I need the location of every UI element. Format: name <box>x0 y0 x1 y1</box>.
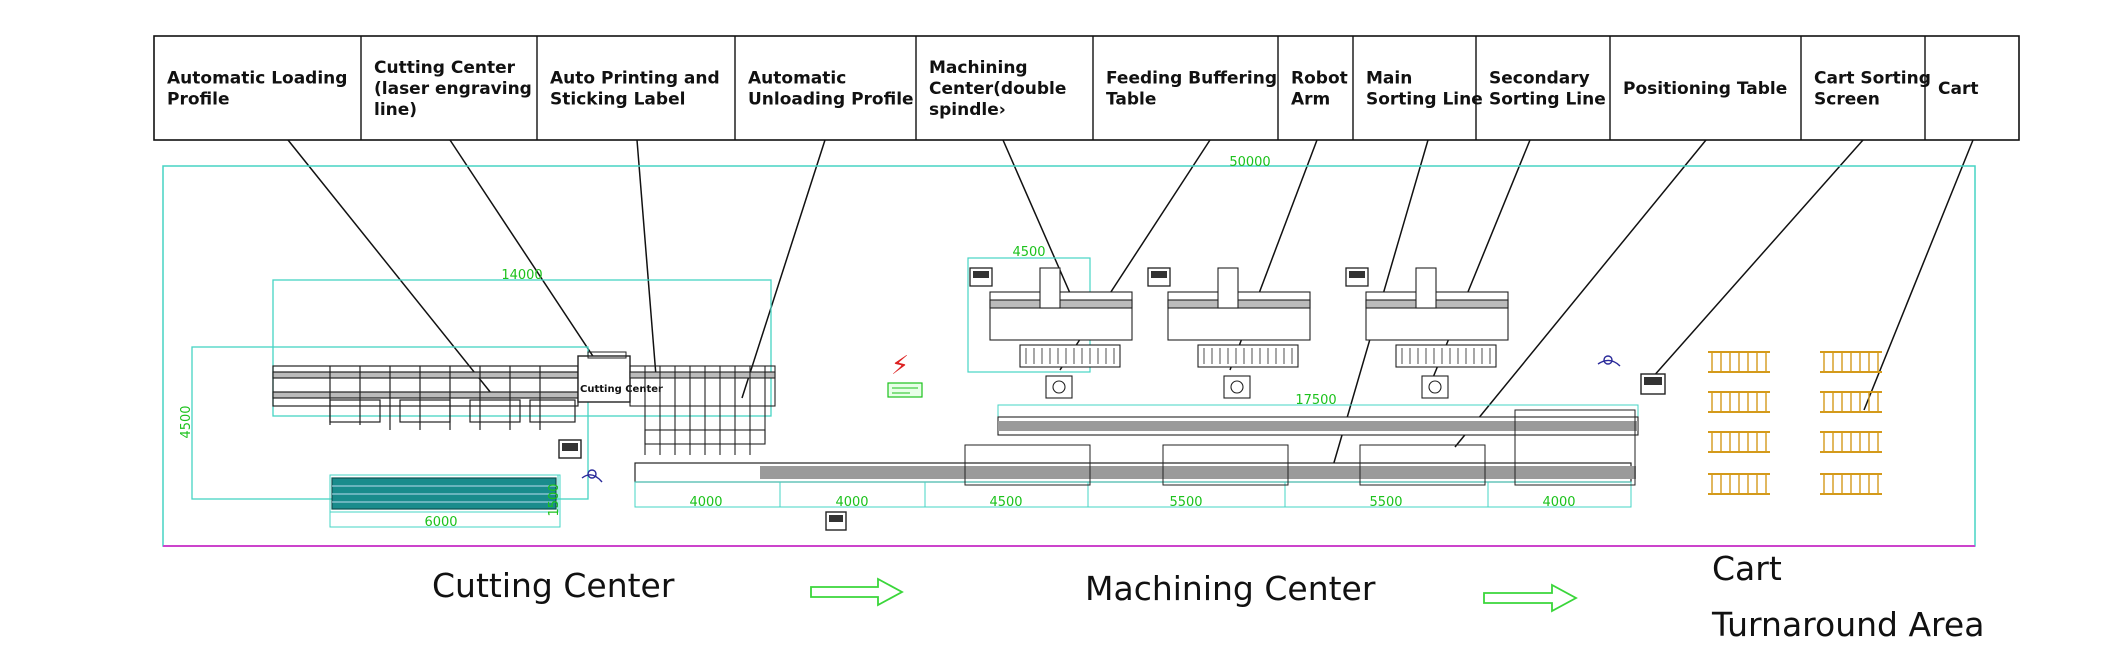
header-label-7-line-2: Arm <box>1291 90 1330 110</box>
leader-line-machining <box>1002 139 1074 301</box>
header-label-9-line-1: Secondary <box>1489 69 1590 89</box>
section-label-cutting: Cutting Center <box>432 566 675 605</box>
header-label-1-line-1: Automatic Loading <box>167 69 347 89</box>
header-label-3-line-1: Auto Printing and <box>550 69 720 89</box>
machining-units <box>969 267 1509 399</box>
header-label-5-line-1: Machining <box>929 58 1028 78</box>
cart-turnaround-grid <box>1708 351 1882 495</box>
dim-segment-5: 5500 <box>1369 495 1402 510</box>
header-label-2-line-1: Cutting Center <box>374 58 516 78</box>
loading-machine <box>272 365 579 430</box>
dim-segment-6: 4000 <box>1542 495 1575 510</box>
cart <box>1708 473 1770 495</box>
leader-line-unloading <box>741 139 826 399</box>
header-label-10-line-1: Positioning Table <box>1623 79 1787 99</box>
cart <box>1820 351 1882 373</box>
dim-sorting-length: 17500 <box>1295 393 1336 408</box>
header-label-2-line-2: (laser engraving <box>374 79 532 99</box>
header-table-frame <box>153 35 2020 141</box>
machining-operator-console <box>1345 267 1369 287</box>
header-label-5-line-3: spindle› <box>929 100 1006 120</box>
section-label-cart-line2: Turnaround Area <box>1711 605 1984 644</box>
dim-machining-width: 4500 <box>1012 245 1045 260</box>
header-label-3-line-2: Sticking Label <box>550 90 685 110</box>
cart <box>1708 431 1770 453</box>
leader-line-secondary-sorting <box>1431 139 1531 381</box>
leader-line-cutting <box>449 139 613 386</box>
machining-area: 4500 17500 <box>964 245 1639 486</box>
dim-segment-1: 4000 <box>689 495 722 510</box>
machining-operator-console <box>969 267 993 287</box>
dim-storage-width: 6000 <box>424 515 457 530</box>
flow-arrow-cutting-to-machining <box>810 577 904 607</box>
leader-line-printing <box>636 139 657 377</box>
header-label-11-line-1: Cart Sorting <box>1814 69 1931 89</box>
header-label-1-line-2: Profile <box>167 90 229 110</box>
dim-segment-3: 4500 <box>989 495 1022 510</box>
header-label-6-line-2: Table <box>1106 90 1156 110</box>
dim-segment-4: 5500 <box>1169 495 1202 510</box>
header-label-7-line-1: Robot <box>1291 69 1348 89</box>
section-label-cart-line1: Cart <box>1712 549 1782 588</box>
dim-cutting-width: 14000 <box>501 268 542 283</box>
leader-line-cart <box>1863 139 1974 411</box>
warning-sign: ⚡ <box>891 351 909 381</box>
main-conveyor <box>634 462 1636 508</box>
dim-segment-2: 4000 <box>835 495 868 510</box>
leader-line-cart-screen <box>1651 139 1864 379</box>
cutting-center-unit-label: Cutting Center <box>580 384 663 395</box>
header-label-2-line-3: line) <box>374 100 417 120</box>
operator-console-mid <box>825 511 847 531</box>
header-label-5-line-2: Center(double <box>929 79 1066 99</box>
cart <box>1820 473 1882 495</box>
cart <box>1708 391 1770 413</box>
operator-console-cutting <box>558 439 582 459</box>
operator-console-positioning <box>1640 373 1666 395</box>
machining-center-unit <box>1365 267 1509 399</box>
machining-center-unit <box>1167 267 1311 399</box>
dim-cutting-height: 4500 <box>179 405 194 438</box>
header-label-9-line-2: Sorting Line <box>1489 90 1606 110</box>
cart <box>1820 391 1882 413</box>
header-label-11-line-2: Screen <box>1814 90 1880 110</box>
header-label-8-line-1: Main <box>1366 69 1412 89</box>
flow-arrow-machining-to-cart <box>1483 583 1578 613</box>
cutting-area: 14000 4500 Cutting Center <box>179 268 776 530</box>
section-label-machining: Machining Center <box>1085 569 1376 608</box>
cart <box>1708 351 1770 373</box>
operator-figure-positioning <box>1597 355 1621 367</box>
leader-line-positioning <box>1454 139 1707 448</box>
printing-unloading-unit <box>629 365 776 455</box>
profile-storage-rack <box>329 474 561 528</box>
header-label-12-line-1: Cart <box>1938 79 1978 99</box>
warning-sign-glyph: ⚡ <box>891 351 909 381</box>
header-label-8-line-2: Sorting Line <box>1366 90 1483 110</box>
cutting-zone-outline <box>272 279 772 417</box>
leader-line-loading <box>287 139 496 399</box>
secondary-sorting-frames <box>964 409 1636 486</box>
machining-center-unit <box>989 267 1133 399</box>
dim-storage-height: 1500 <box>547 483 562 516</box>
info-placard <box>887 382 923 398</box>
main-sorting-line <box>997 416 1639 436</box>
machining-operator-console <box>1147 267 1171 287</box>
header-label-4-line-2: Unloading Profile <box>748 90 914 110</box>
operator-figure-cutting <box>581 469 603 483</box>
header-label-6-line-1: Feeding Buffering <box>1106 69 1277 89</box>
header-label-4-line-1: Automatic <box>748 69 846 89</box>
site-boundary: 50000 <box>162 155 1976 547</box>
dim-total: 50000 <box>1229 155 1270 170</box>
cart <box>1820 431 1882 453</box>
